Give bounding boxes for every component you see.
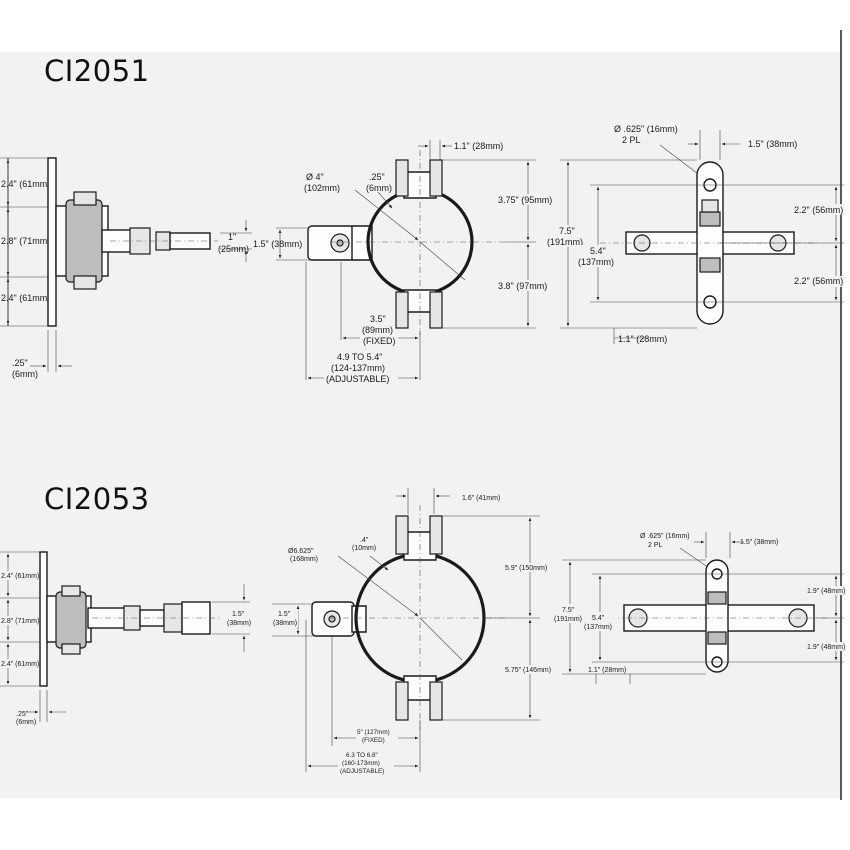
ci2053-fixed-label: (FIXED)	[362, 737, 385, 744]
ci2053-fixed-dim: 5" (127mm)	[357, 729, 390, 736]
ci2051-strap-thickness-mm: (6mm)	[366, 183, 392, 193]
ci2051-pipe-diameter: Ø 4"	[306, 172, 324, 182]
ci2053-hole-dim: Ø .625" (16mm)	[640, 533, 690, 540]
ci2053-strap-thickness-mm: (10mm)	[352, 545, 376, 552]
ci2053-end-view: Ø .625" (16mm) 2 PL 1.5" (38mm)	[552, 532, 846, 684]
ci2051-fixed-dim-mm: (89mm)	[362, 325, 393, 335]
ci2053-adjustable-label: (ADJUSTABLE)	[340, 768, 384, 775]
ci2053-pin-dim-mm: (38mm)	[227, 620, 251, 627]
model-title-ci2051: CI2051	[44, 54, 150, 88]
ci2051-upper-hole-dist: 2.2" (56mm)	[794, 205, 843, 215]
ci2051-hole-count: 2 PL	[622, 135, 641, 145]
ci2051-end-width: 1.5" (38mm)	[748, 139, 797, 149]
ci2051-side-dim-2: 2.8" (71mm)	[1, 236, 50, 246]
ci2051-total-height: 7.5"	[559, 226, 575, 236]
ci2051-hole-dim: Ø .625" (16mm)	[614, 124, 678, 134]
ci2051-pin-dim-mm: (25mm)	[218, 244, 249, 254]
model-title-ci2053: CI2053	[44, 482, 150, 516]
ci2053-total-height: 7.5"	[562, 607, 575, 614]
ci2051-front-view: 1.5" (38mm) Ø 4" (102mm) .25" (6mm)	[253, 140, 555, 384]
ci2053-plate-thickness-mm: (6mm)	[16, 719, 36, 726]
ci2051-fixed-dim: 3.5"	[370, 314, 386, 324]
ci2053-lower-hole-dist: 1.9" (48mm)	[807, 644, 845, 651]
ci2053-front-view: 1.5" (38mm) Ø6.625" (168mm) .4" (10mm)	[272, 488, 554, 776]
ci2053-lower-height: 5.75" (146mm)	[505, 667, 551, 674]
ci2053-tab-dim: 1.1" (28mm)	[588, 667, 626, 674]
ci2051-adjustable-dim-mm: (124-137mm)	[331, 363, 385, 373]
ci2051-upper-height: 3.75" (95mm)	[498, 195, 552, 205]
ci2053-side-dim-3: 2.4" (61mm)	[1, 661, 39, 668]
ci2053-upper-height: 5.9" (150mm)	[505, 565, 547, 572]
ci2053-hole-count: 2 PL	[648, 542, 663, 549]
ci2053-mid-height: 5.4"	[592, 615, 605, 622]
ci2051-tab-dim: 1.1" (28mm)	[618, 334, 667, 344]
ci2051-side-view: 2.4" (61mm) 2.8" (71mm) 2.4" (61mm) 1" (…	[0, 157, 252, 379]
ci2051-top-width: 1.1" (28mm)	[454, 141, 503, 151]
ci2051-adjustable-dim: 4.9 TO 5.4"	[337, 352, 382, 362]
ci2053-total-height-mm: (191mm)	[554, 616, 582, 623]
ci2053-pipe-diameter-mm: (168mm)	[290, 556, 318, 563]
ci2051-adjustable-label: (ADJUSTABLE)	[326, 374, 389, 384]
ci2053-strap-thickness: .4"	[360, 537, 369, 544]
ci2051-pin-dim: 1"	[228, 232, 236, 242]
ci2051-side-dim-1: 2.4" (61mm)	[1, 179, 50, 189]
ci2051-end-view: Ø .625" (16mm) 2 PL 1.5" (38mm)	[546, 124, 844, 344]
ci2051-total-height-mm: (191mm)	[547, 237, 583, 247]
ci2053-top-width: 1.6" (41mm)	[462, 495, 500, 502]
ci2053-body-height-mm: (38mm)	[273, 620, 297, 627]
ci2053-adjustable-dim-mm: (160-173mm)	[342, 760, 380, 767]
ci2053-pin-dim: 1.5"	[232, 611, 245, 618]
ci2053-body-height: 1.5"	[278, 611, 291, 618]
ci2053-side-view: 2.4" (61mm) 2.8" (71mm) 2.4" (61mm) 1.5"…	[0, 551, 251, 726]
ci2053-side-dim-2: 2.8" (71mm)	[1, 618, 39, 625]
ci2051-lower-hole-dist: 2.2" (56mm)	[794, 276, 843, 286]
ci2051-fixed-label: (FIXED)	[363, 336, 396, 346]
ci2051-mid-height-mm: (137mm)	[578, 257, 614, 267]
ci2051-body-height: 1.5" (38mm)	[253, 239, 302, 249]
ci2051-plate-thickness-mm: (6mm)	[12, 369, 38, 379]
ci2051-mid-height: 5.4"	[590, 246, 606, 256]
ci2053-mid-height-mm: (137mm)	[584, 624, 612, 631]
ci2053-pipe-diameter: Ø6.625"	[288, 548, 314, 555]
ci2053-adjustable-dim: 6.3 TO 6.8"	[346, 752, 378, 759]
ci2053-side-dim-1: 2.4" (61mm)	[1, 573, 39, 580]
ci2051-pipe-diameter-mm: (102mm)	[304, 183, 340, 193]
ci2051-lower-height: 3.8" (97mm)	[498, 281, 547, 291]
ci2053-upper-hole-dist: 1.9" (48mm)	[807, 588, 845, 595]
ci2051-strap-thickness: .25"	[369, 172, 385, 182]
ci2053-end-width: 1.5" (38mm)	[740, 539, 778, 546]
sheet-border	[840, 30, 842, 800]
ci2053-plate-thickness: .25"	[16, 711, 29, 718]
ci2051-plate-thickness: .25"	[12, 358, 28, 368]
ci2051-side-dim-3: 2.4" (61mm)	[1, 293, 50, 303]
